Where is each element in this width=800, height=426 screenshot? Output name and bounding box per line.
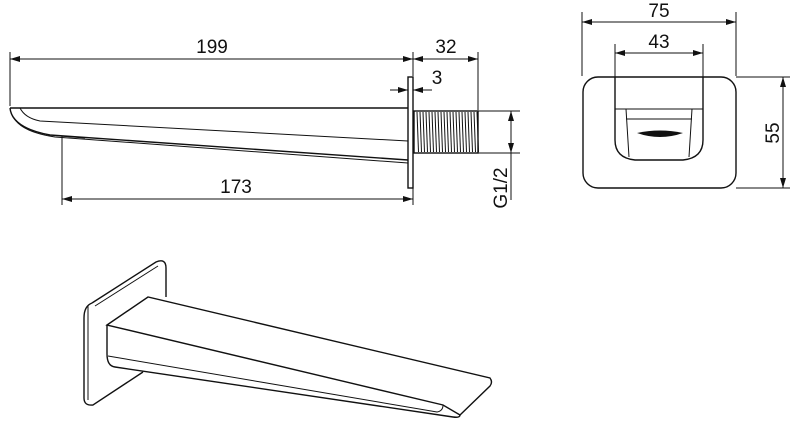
thread-line bbox=[473, 111, 476, 153]
thread-line bbox=[470, 111, 473, 153]
isometric-view bbox=[83, 260, 493, 418]
flange bbox=[407, 76, 414, 189]
dim-spout-reach: 173 bbox=[220, 177, 252, 198]
side-view: 199 32 3 173 G1/2 bbox=[9, 37, 520, 209]
thread-line bbox=[425, 111, 428, 153]
spout-side-outline bbox=[9, 107, 409, 164]
thread-line bbox=[422, 111, 425, 153]
thread-line bbox=[434, 111, 437, 153]
thread-line bbox=[419, 111, 422, 153]
thread-line bbox=[452, 111, 455, 153]
thread-line bbox=[449, 111, 452, 153]
thread-line bbox=[440, 111, 443, 153]
thread-line bbox=[461, 111, 464, 153]
thread-line bbox=[455, 111, 458, 153]
thread-line bbox=[443, 111, 446, 153]
dim-plate-height: 55 bbox=[763, 122, 784, 143]
wall-plate-iso bbox=[91, 260, 167, 304]
wall-plate-front bbox=[582, 76, 737, 189]
thread-line bbox=[464, 111, 467, 153]
thread-line bbox=[446, 111, 449, 153]
dim-flange-thickness: 3 bbox=[432, 68, 443, 89]
thread-line bbox=[458, 111, 461, 153]
thread-line bbox=[431, 111, 434, 153]
dim-plate-width: 75 bbox=[648, 1, 669, 22]
thread-line bbox=[437, 111, 440, 153]
spout-top-face bbox=[105, 296, 493, 416]
thread-line bbox=[476, 111, 479, 153]
aerator-outlet bbox=[637, 130, 683, 137]
dim-spout-width: 43 bbox=[648, 32, 669, 53]
thread-line bbox=[416, 111, 419, 153]
thread bbox=[413, 110, 479, 154]
spout-front bbox=[614, 77, 704, 161]
dim-thread-size: G1/2 bbox=[491, 167, 512, 208]
dim-overall-length: 199 bbox=[196, 37, 228, 58]
thread-line bbox=[428, 111, 431, 153]
dim-thread-length: 32 bbox=[435, 37, 456, 58]
thread-line bbox=[467, 111, 470, 153]
front-view: 75 43 55 bbox=[581, 1, 790, 189]
